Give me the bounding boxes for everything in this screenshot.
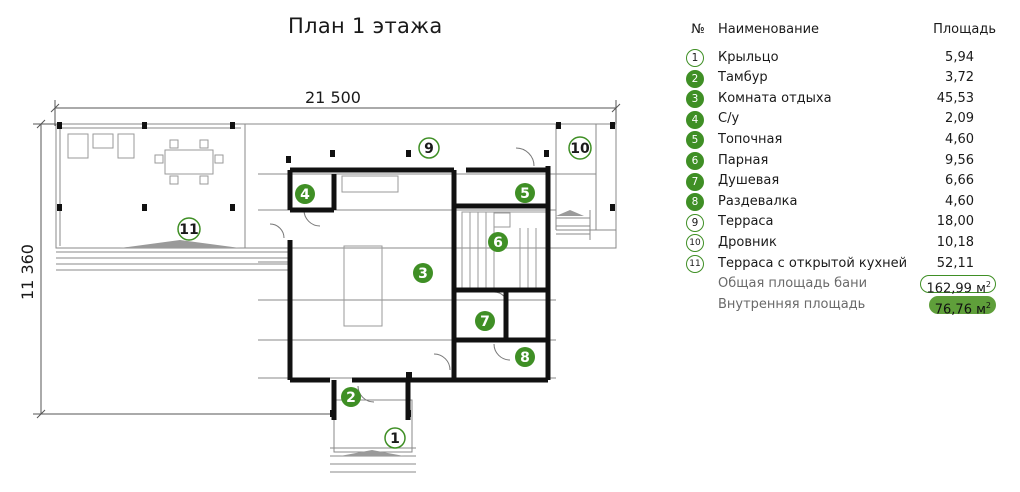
legend-room-name: Комната отдыха	[718, 90, 832, 106]
height-dimension	[33, 119, 336, 419]
svg-text:10: 10	[570, 141, 590, 157]
svg-text:1: 1	[390, 431, 400, 447]
plan-title: План 1 этажа	[288, 14, 443, 38]
legend-number-badge: 11	[686, 255, 704, 274]
svg-text:4: 4	[300, 187, 310, 203]
legend-number-badge: 10	[686, 234, 704, 253]
legend-header-number: №	[691, 22, 705, 37]
room-marker-11: 11	[177, 217, 201, 241]
legend-row: 10 Дровник 10,18	[684, 233, 1004, 254]
height-dimension-label: 11 360	[18, 244, 37, 300]
furniture	[67, 133, 549, 327]
legend-room-name: Крыльцо	[718, 49, 779, 65]
total-area-label: Общая площадь бани	[718, 276, 868, 292]
internal-area-row: Внутренняя площадь 76,76 м2	[684, 295, 1004, 317]
svg-text:7: 7	[480, 314, 490, 330]
legend-row: 11 Терраса с открытой кухней 52,11	[684, 254, 1004, 275]
room-marker-4: 4	[295, 184, 315, 204]
room-marker-6: 6	[488, 232, 508, 252]
svg-text:6: 6	[493, 235, 503, 251]
room-marker-1: 1	[384, 427, 406, 449]
legend-room-name: С/у	[718, 111, 740, 127]
legend-room-area: 6,66	[945, 173, 974, 189]
legend-number-badge: 1	[686, 49, 704, 68]
svg-text:11: 11	[179, 222, 198, 238]
room-marker-10: 10	[568, 136, 592, 160]
legend-header: № Наименование Площадь	[684, 20, 1004, 41]
legend-room-name: Терраса	[718, 214, 774, 230]
svg-text:9: 9	[424, 141, 434, 157]
posts	[57, 122, 615, 417]
legend-row: 9 Терраса 18,00	[684, 212, 1004, 233]
legend-number-badge: 7	[686, 172, 704, 191]
legend-room-name: Терраса с открытой кухней	[718, 255, 908, 271]
room-marker-8: 8	[515, 347, 535, 367]
legend-room-area: 9,56	[945, 152, 974, 168]
room-marker-2: 2	[341, 387, 361, 407]
legend-room-area: 45,53	[936, 90, 974, 106]
legend-row: 3 Комната отдыха 45,53	[684, 89, 1004, 110]
legend-room-name: Душевая	[718, 173, 780, 189]
room-marker-5: 5	[515, 183, 535, 203]
legend-room-name: Топочная	[718, 131, 783, 147]
legend-room-name: Парная	[718, 152, 769, 168]
legend-number-badge: 2	[686, 69, 704, 88]
walls	[287, 166, 551, 420]
legend-room-area: 10,18	[936, 234, 974, 250]
total-area-row: Общая площадь бани 162,99 м2	[684, 274, 1004, 296]
legend-room-name: Тамбур	[718, 70, 768, 86]
width-dimension-label: 21 500	[305, 88, 361, 107]
legend-room-name: Дровник	[718, 234, 777, 250]
room-markers: 1 2 3 4 5 6 7 8	[177, 136, 592, 449]
svg-text:8: 8	[520, 350, 530, 366]
svg-text:5: 5	[520, 186, 530, 202]
legend-room-area: 52,11	[936, 255, 974, 271]
legend-row: 8 Раздевалка 4,60	[684, 192, 1004, 213]
legend-row: 4 С/у 2,09	[684, 109, 1004, 130]
legend-number-badge: 3	[686, 90, 704, 109]
legend-room-area: 18,00	[936, 214, 974, 230]
legend-number-badge: 8	[686, 193, 704, 212]
legend-room-area: 4,60	[945, 131, 974, 147]
legend-row: 7 Душевая 6,66	[684, 171, 1004, 192]
legend-row: 1 Крыльцо 5,94	[684, 48, 1004, 69]
legend-number-badge: 4	[686, 110, 704, 129]
legend-room-area: 4,60	[945, 193, 974, 209]
room-legend: № Наименование Площадь 1 Крыльцо 5,94 2 …	[684, 20, 1004, 317]
internal-area-value: 76,76 м2	[928, 295, 996, 317]
total-area-value: 162,99 м2	[920, 275, 996, 296]
room-marker-7: 7	[475, 311, 495, 331]
room-marker-3: 3	[413, 263, 433, 283]
room-marker-9: 9	[418, 137, 440, 159]
internal-area-label: Внутренняя площадь	[718, 296, 866, 312]
legend-number-badge: 6	[686, 152, 704, 171]
legend-row: 5 Топочная 4,60	[684, 130, 1004, 151]
legend-room-area: 5,94	[945, 49, 974, 65]
svg-text:3: 3	[418, 266, 428, 282]
legend-header-area: Площадь	[933, 22, 996, 37]
svg-text:2: 2	[346, 390, 356, 406]
step-markers	[120, 210, 584, 456]
legend-row: 2 Тамбур 3,72	[684, 68, 1004, 89]
legend-number-badge: 9	[686, 213, 704, 232]
legend-number-badge: 5	[686, 131, 704, 150]
legend-header-name: Наименование	[718, 22, 820, 37]
legend-room-area: 3,72	[945, 70, 974, 86]
legend-room-area: 2,09	[945, 111, 974, 127]
width-dimension	[50, 100, 621, 126]
legend-row: 6 Парная 9,56	[684, 151, 1004, 172]
legend-room-name: Раздевалка	[718, 193, 798, 209]
